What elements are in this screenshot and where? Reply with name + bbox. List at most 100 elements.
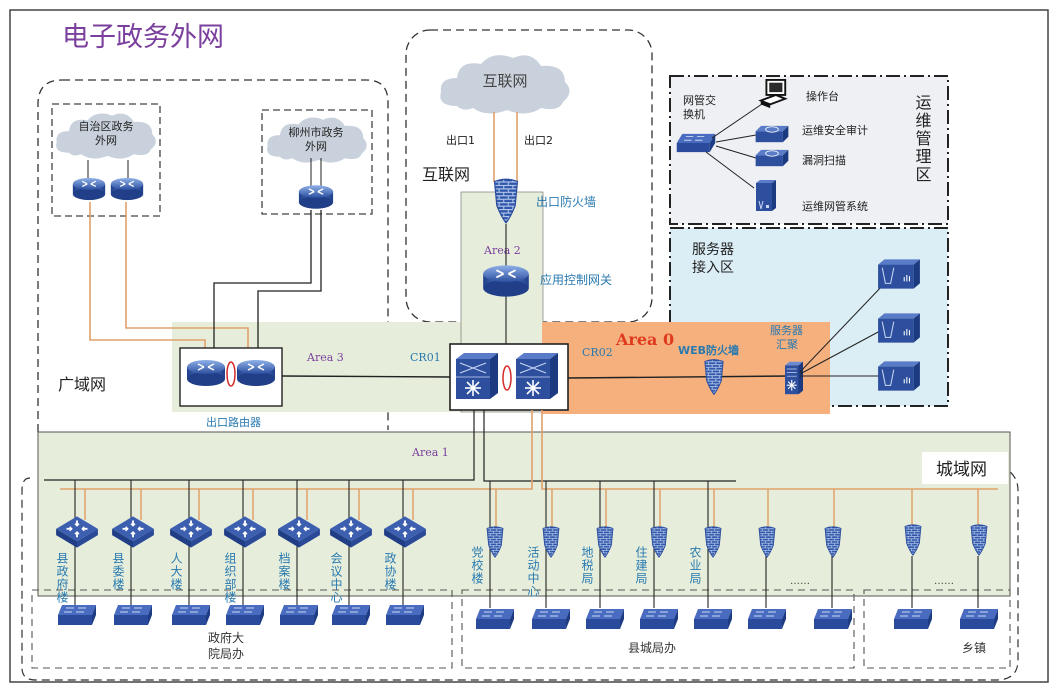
gov-compound-label-line2: 院局办 xyxy=(208,646,244,661)
region-cloud-label-line2: 外网 xyxy=(95,134,117,147)
server-1 xyxy=(877,258,921,290)
app-gateway-label: 应用控制网关 xyxy=(540,272,612,287)
diagram-title: 电子政务外网 xyxy=(62,22,224,53)
access-switch xyxy=(813,608,853,630)
county-units: 党校楼 活动中心 地税局 住建局 农业局 xyxy=(470,481,853,630)
server-2 xyxy=(877,312,921,344)
gov-building-label: 人大楼 xyxy=(169,552,183,591)
area3-label: Area 3 xyxy=(306,351,344,364)
server-tower-icon xyxy=(755,179,777,212)
internet-zone-label: 互联网 xyxy=(422,165,470,184)
cr01-core-switch xyxy=(455,352,499,400)
server-zone-label-line2: 接入区 xyxy=(692,259,734,276)
access-switch xyxy=(225,604,265,626)
access-switch xyxy=(57,604,97,626)
access-switch xyxy=(331,604,371,626)
gov-building-label: 组织部楼 xyxy=(223,552,237,604)
metro-outer-border xyxy=(21,469,1019,681)
gov-building-label: 会议中心 xyxy=(329,552,343,604)
exit1-label: 出口1 xyxy=(446,133,475,147)
area1-zone xyxy=(37,431,1011,597)
county-unit-label: 活动中心 xyxy=(526,546,540,598)
egress-router-label: 出口路由器 xyxy=(206,415,261,429)
access-switch xyxy=(585,608,625,630)
area1-label: Area 1 xyxy=(411,446,449,459)
access-switch xyxy=(113,604,153,626)
county-unit-label: 农业局 xyxy=(688,546,702,585)
county-unit-label: 党校楼 xyxy=(470,545,484,585)
access-switch xyxy=(171,604,211,626)
cr02-label: CR02 xyxy=(582,346,613,359)
area2-label: Area 2 xyxy=(483,244,521,257)
townships-zone xyxy=(863,589,1011,669)
link-region-router2 xyxy=(125,202,249,360)
ops-zone xyxy=(669,75,949,225)
server-zone-label-line1: 服务器 xyxy=(692,242,734,258)
trunk-cr02-orange-left xyxy=(60,410,533,490)
ops-device-label: 操作台 xyxy=(806,89,839,103)
egress-router-1 xyxy=(186,359,226,387)
egress-firewall-label: 出口防火墙 xyxy=(536,194,596,209)
server-agg-label-line1: 服务器 xyxy=(770,324,803,337)
city-egov-box xyxy=(261,109,373,215)
server-3 xyxy=(877,360,921,392)
metro-zone-label: 城域网 xyxy=(936,460,987,480)
cr01-label: CR01 xyxy=(410,351,441,364)
internet-cloud-label: 互联网 xyxy=(482,72,527,90)
gov-building-label: 档案楼 xyxy=(277,552,291,591)
county-unit-label: 地税局 xyxy=(580,546,594,585)
web-firewall-label: WEB防火墙 xyxy=(678,343,739,357)
access-switch xyxy=(747,608,787,630)
area0-label: Area 0 xyxy=(615,330,674,349)
mgmt-switch xyxy=(676,133,716,153)
township-ellipsis: …… xyxy=(934,576,954,587)
ops-device-label: 漏洞扫描 xyxy=(802,153,846,167)
cr02-core-switch xyxy=(515,352,559,400)
area0-zone xyxy=(542,322,830,414)
appliance-icon xyxy=(755,125,789,143)
county-bureaus-zone xyxy=(461,589,855,669)
township-units xyxy=(893,489,999,630)
app-control-gateway xyxy=(482,264,530,298)
gov-buildings: 县政府楼 县委楼 人大楼 组织部楼 档案楼 会议中心 政协楼 xyxy=(55,480,427,626)
access-switch xyxy=(959,608,999,630)
gov-building-label: 县委楼 xyxy=(111,552,125,591)
county-ellipsis: …… xyxy=(790,576,810,587)
ops-device-label: 运维安全审计 xyxy=(802,123,868,137)
city-cloud-label-line1: 柳州市政务 xyxy=(289,125,344,139)
svg-text:运维管理区: 运维管理区 xyxy=(913,94,932,184)
region-router-1 xyxy=(72,177,106,201)
access-switch xyxy=(893,608,933,630)
city-router xyxy=(298,184,334,210)
server-agg-label-line2: 汇聚 xyxy=(776,338,798,351)
ops-zone-label: 运维管理区 xyxy=(913,94,932,184)
townships-label: 乡镇 xyxy=(962,641,986,655)
exit2-label: 出口2 xyxy=(524,133,553,147)
ha-ring-egress xyxy=(226,361,236,387)
ha-ring-core xyxy=(502,365,512,391)
link-egress-cr01 xyxy=(281,375,451,378)
county-unit-label: 住建局 xyxy=(634,546,648,585)
link-server-1 xyxy=(799,283,885,373)
link-city-router-b xyxy=(257,210,322,360)
trunk-cr01-black-right xyxy=(483,410,736,482)
access-switch xyxy=(531,608,571,630)
gov-building-label: 县政府楼 xyxy=(55,552,69,604)
access-switch xyxy=(385,604,425,626)
ops-device-label: 运维网管系统 xyxy=(802,199,868,213)
access-switch xyxy=(279,604,319,626)
region-cloud-label-line1: 自治区政务 xyxy=(79,119,134,133)
access-switch xyxy=(639,608,679,630)
wan-zone-label: 广域网 xyxy=(58,375,106,394)
access-switch xyxy=(693,608,733,630)
link-city-router-a xyxy=(213,210,312,360)
gov-compound-label-line1: 政府大 xyxy=(208,630,244,645)
link-server-2 xyxy=(799,330,881,375)
gov-building-label: 政协楼 xyxy=(383,552,397,591)
trunk-cr02-orange-right xyxy=(541,410,998,490)
city-cloud-label-line2: 外网 xyxy=(305,140,327,153)
region-router-2 xyxy=(110,177,144,201)
access-switch xyxy=(475,608,515,630)
metro-label-bg xyxy=(922,452,1008,484)
